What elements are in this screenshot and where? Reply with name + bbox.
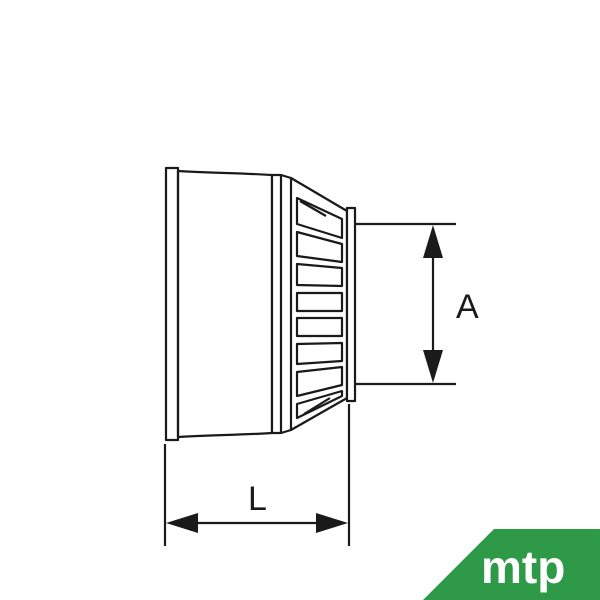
logo-text: mtp — [481, 541, 565, 593]
dimension-l — [163, 404, 351, 546]
arrow-l-left — [166, 513, 198, 533]
arrow-a-bottom — [423, 350, 443, 383]
arrow-a-top — [423, 225, 443, 258]
dimension-a-label: A — [456, 288, 479, 326]
logo-background — [423, 529, 600, 600]
dimension-l-label: L — [248, 480, 267, 518]
cylinder-body — [164, 166, 293, 442]
dimension-a — [356, 222, 456, 386]
arrow-l-right — [316, 513, 348, 533]
mtp-logo: mtp — [423, 529, 600, 600]
tapered-cap — [290, 177, 357, 431]
cap-slots — [295, 196, 344, 420]
